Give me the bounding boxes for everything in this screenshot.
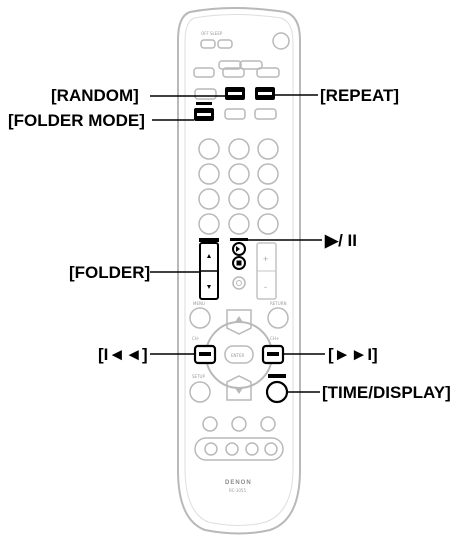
folder-mode-button-slot (197, 113, 211, 116)
skip-back-icon (199, 352, 211, 356)
faint-label: CH- (192, 336, 200, 341)
time-display-button[interactable] (265, 380, 289, 404)
volume-up-icon: + (263, 254, 268, 264)
number-key-3[interactable] (257, 138, 279, 160)
transport-panel (194, 437, 284, 461)
mode-button[interactable] (194, 88, 217, 100)
transport-button[interactable] (204, 442, 218, 456)
callout-folder: [FOLDER] (69, 263, 150, 282)
folder-down-icon (207, 285, 211, 289)
number-keypad (198, 138, 279, 235)
cursor-up-button[interactable] (226, 309, 252, 335)
source-button[interactable] (218, 60, 242, 70)
number-key-9[interactable] (257, 188, 279, 210)
play-icon (236, 246, 240, 252)
function-button[interactable] (260, 416, 276, 432)
faint-label: OFF SLEEP (201, 31, 223, 36)
source-button[interactable] (222, 67, 245, 78)
enter-key[interactable] (257, 213, 279, 235)
stop-button[interactable] (232, 256, 246, 270)
callout-play-pause: ▶/ II (324, 231, 357, 250)
play-pause-button[interactable] (232, 242, 246, 256)
brand-logo: DENON (225, 480, 252, 486)
number-key-5[interactable] (228, 163, 250, 185)
number-key-4[interactable] (198, 163, 220, 185)
cursor-up-icon (235, 316, 243, 322)
setup-button[interactable] (189, 381, 211, 403)
enter-button[interactable] (224, 345, 254, 364)
top-small-button[interactable] (217, 39, 233, 49)
callout-skip-back: [I◄◄] (98, 345, 148, 364)
number-key-plus10[interactable] (228, 213, 250, 235)
volume-down-icon: - (264, 282, 267, 292)
number-key-2[interactable] (228, 138, 250, 160)
play-marker (230, 238, 248, 241)
top-small-button[interactable] (200, 39, 216, 49)
random-button-slot (228, 92, 242, 95)
callout-skip-forward: [►►I] (328, 345, 378, 364)
menu-button[interactable] (189, 307, 211, 329)
skip-forward-icon (267, 352, 279, 356)
return-button[interactable] (267, 307, 289, 329)
faint-label: RETURN (270, 301, 286, 306)
number-key-1[interactable] (198, 138, 220, 160)
source-button[interactable] (193, 67, 215, 78)
faint-label: SETUP (192, 374, 205, 379)
folder-up-icon (207, 254, 211, 258)
callout-folder-mode: [FOLDER MODE] (8, 111, 145, 130)
time-display-marker (268, 374, 286, 378)
source-button[interactable] (239, 60, 263, 70)
model-label: RC-1055 (229, 488, 246, 493)
transport-button[interactable] (245, 442, 259, 456)
callout-time-display: [TIME/DISPLAY] (322, 383, 451, 402)
faint-label: ENTER (231, 353, 244, 358)
power-button[interactable] (272, 32, 290, 50)
leader-lines (150, 94, 325, 393)
number-key-6[interactable] (257, 163, 279, 185)
callout-repeat: [REPEAT] (320, 86, 399, 105)
transport-button[interactable] (264, 442, 278, 456)
callout-random: [RANDOM] (51, 86, 139, 105)
faint-label: MENU (193, 301, 205, 306)
number-key-7[interactable] (198, 188, 220, 210)
transport-button[interactable] (225, 442, 239, 456)
faint-label: CH+ (270, 336, 279, 341)
mute-button[interactable] (232, 276, 246, 290)
repeat-button-slot (258, 92, 272, 95)
mode-button[interactable] (254, 108, 277, 120)
number-key-10[interactable] (198, 213, 220, 235)
stop-icon (236, 260, 242, 266)
cursor-down-icon (235, 388, 243, 394)
cursor-down-button[interactable] (226, 375, 252, 401)
remote-inner-edge (184, 14, 294, 526)
mode-button[interactable] (224, 108, 246, 120)
folder-mode-marker (196, 102, 212, 105)
function-button[interactable] (202, 416, 218, 432)
folder-marker (199, 238, 219, 242)
function-button[interactable] (231, 416, 247, 432)
number-key-8[interactable] (228, 188, 250, 210)
mute-icon (236, 280, 242, 286)
source-button[interactable] (256, 67, 280, 78)
